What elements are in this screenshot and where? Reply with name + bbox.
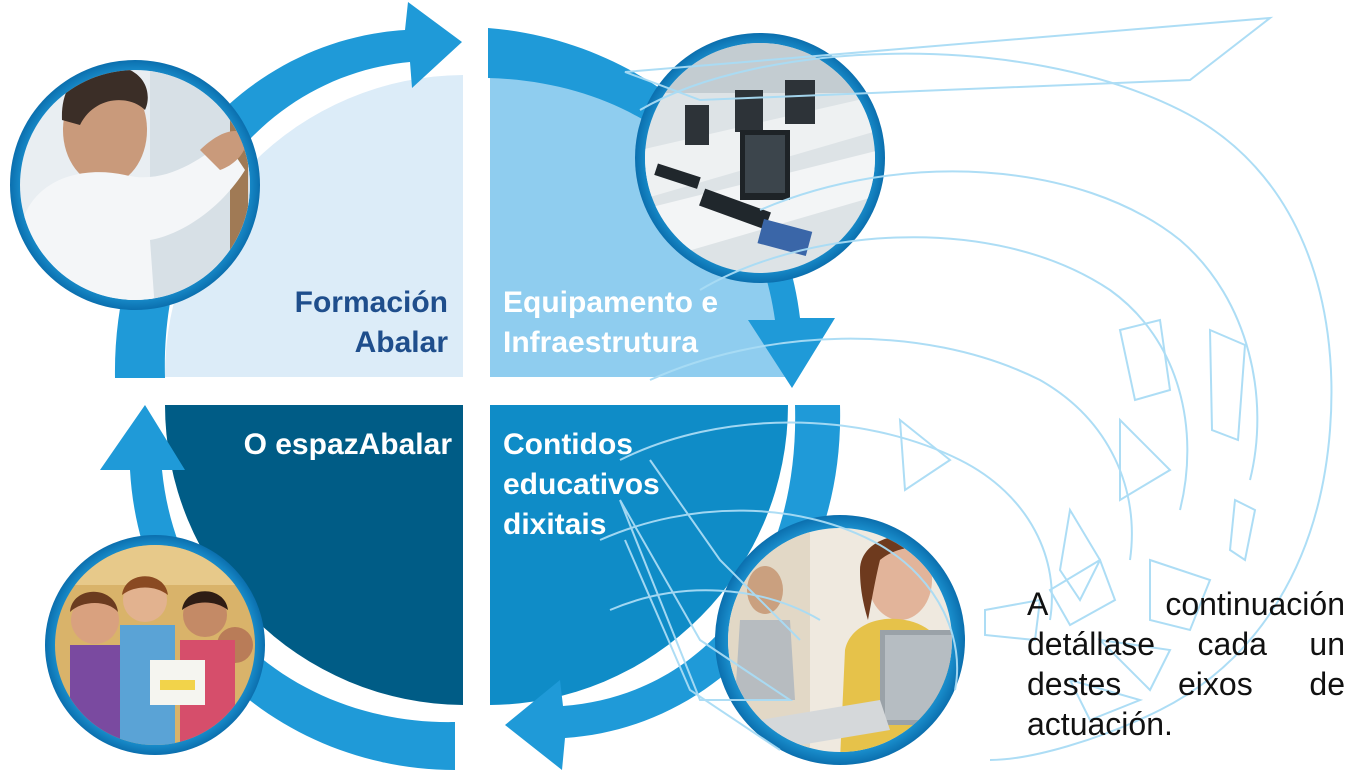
quadrant-espazabalar [164,405,463,705]
label-formacion-abalar: Formación Abalar [170,283,448,363]
photo-children [45,535,265,755]
label-equipamento-infraestrutura: Equipamento e Infraestrutura [503,283,793,363]
quadrant-contidos [490,405,788,705]
watermark-logo [599,16,1333,761]
label-contidos-line2: educativos [503,468,660,501]
label-contidos-educativos-dixitais: Contidos educativos dixitais [503,425,763,545]
label-formacion-line2: Abalar [354,326,448,359]
photo-teacher [10,60,260,310]
label-equip-line1: Equipamento e [503,286,719,319]
label-formacion-line1: Formación [294,286,448,319]
quadrants [164,75,789,705]
label-equip-line2: Infraestrutura [503,326,699,359]
photo-student-laptop [715,515,965,765]
label-espaz-line1: O espazAbalar [243,428,452,461]
label-contidos-line3: dixitais [503,508,607,541]
label-contidos-line1: Contidos [503,428,633,461]
quadrant-formacion [164,75,463,377]
quadrant-equipamento [490,75,789,377]
photo-classroom-computers [635,33,885,283]
side-note-paragraph: A continuación detállase cada un destes … [1027,586,1345,742]
label-o-espazabalar: O espazAbalar [170,425,452,465]
